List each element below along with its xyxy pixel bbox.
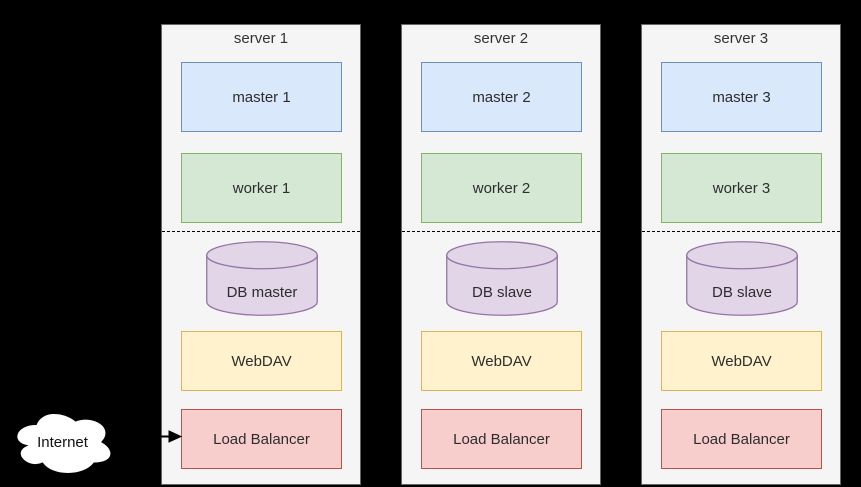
webdav-node: WebDAV (661, 331, 822, 391)
db-label: DB slave (711, 284, 773, 301)
db-label: DB master (226, 284, 298, 301)
cloud-icon (16, 413, 112, 474)
cylinder-icon (206, 241, 318, 316)
load-balancer-node: Load Balancer (661, 409, 822, 469)
server-column-1: server 1 master 1 worker 1 DB master Web… (161, 24, 361, 485)
server-column-2: server 2 master 2 worker 2 DB slave WebD… (401, 24, 601, 485)
load-balancer-node: Load Balancer (181, 409, 342, 469)
tier-divider (642, 231, 840, 232)
tier-divider (162, 231, 360, 232)
worker-node: worker 2 (421, 153, 582, 223)
server-title: server 3 (713, 30, 769, 47)
master-node: master 1 (181, 62, 342, 132)
master-node: master 3 (661, 62, 822, 132)
db-cylinder: DB slave (686, 241, 798, 316)
server-title: server 2 (473, 30, 529, 47)
worker-node: worker 3 (661, 153, 822, 223)
db-label: DB slave (471, 284, 533, 301)
webdav-node: WebDAV (421, 331, 582, 391)
load-balancer-node: Load Balancer (421, 409, 582, 469)
cylinder-icon (686, 241, 798, 316)
internet-cloud: Internet (10, 407, 115, 477)
master-node: master 2 (421, 62, 582, 132)
db-cylinder: DB master (206, 241, 318, 316)
tier-divider (402, 231, 600, 232)
internet-label: Internet (37, 433, 88, 451)
webdav-node: WebDAV (181, 331, 342, 391)
server-title: server 1 (233, 30, 289, 47)
worker-node: worker 1 (181, 153, 342, 223)
db-cylinder: DB slave (446, 241, 558, 316)
server-column-3: server 3 master 3 worker 3 DB slave WebD… (641, 24, 841, 485)
cylinder-icon (446, 241, 558, 316)
